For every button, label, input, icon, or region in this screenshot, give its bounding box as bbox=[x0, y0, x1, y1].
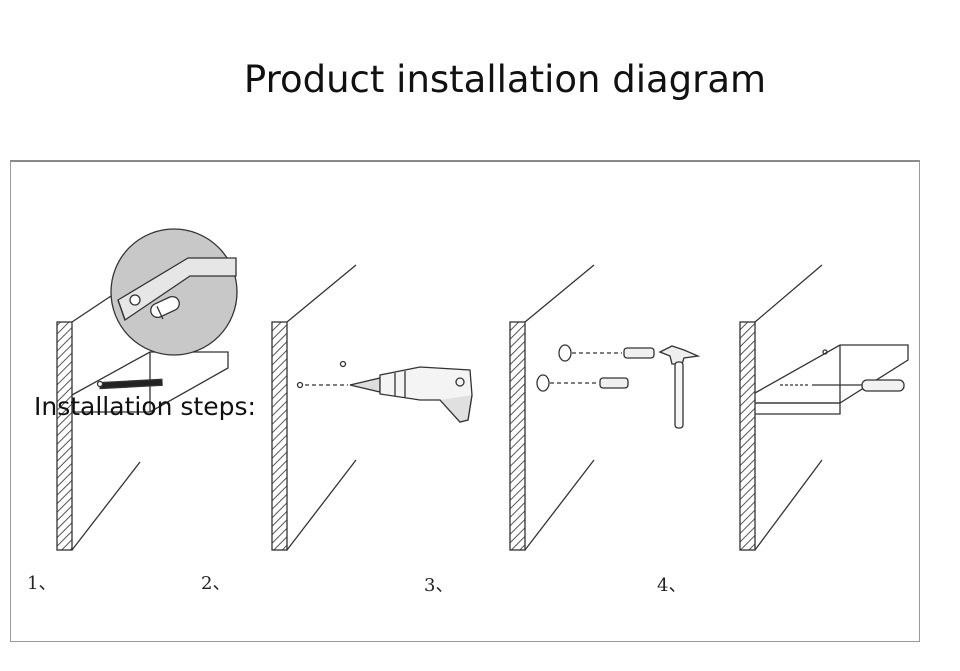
anchor-plug-icon bbox=[599, 377, 629, 389]
step-number-3: 3、 bbox=[424, 575, 454, 596]
step-number-2: 2、 bbox=[201, 573, 231, 594]
screwdriver-icon bbox=[812, 379, 905, 392]
wall-4 bbox=[739, 321, 756, 551]
step-number-1: 1、 bbox=[27, 573, 57, 594]
page-title: Product installation diagram bbox=[243, 58, 767, 101]
wall-3 bbox=[509, 321, 526, 551]
wall-2 bbox=[271, 321, 288, 551]
step-number-4: 4、 bbox=[657, 575, 687, 596]
step-3-illustration bbox=[509, 264, 701, 551]
hammer-icon bbox=[658, 345, 701, 429]
diagram-frame bbox=[10, 160, 920, 642]
step-4-illustration bbox=[739, 264, 909, 551]
anchor-plug-icon bbox=[623, 347, 655, 359]
step-2-illustration bbox=[271, 264, 473, 551]
drill-icon bbox=[349, 366, 473, 423]
step-1-illustration bbox=[56, 228, 238, 551]
installation-steps-label: Installation steps: bbox=[34, 392, 256, 421]
wall-1 bbox=[56, 321, 73, 551]
detail-magnifier bbox=[110, 228, 238, 356]
